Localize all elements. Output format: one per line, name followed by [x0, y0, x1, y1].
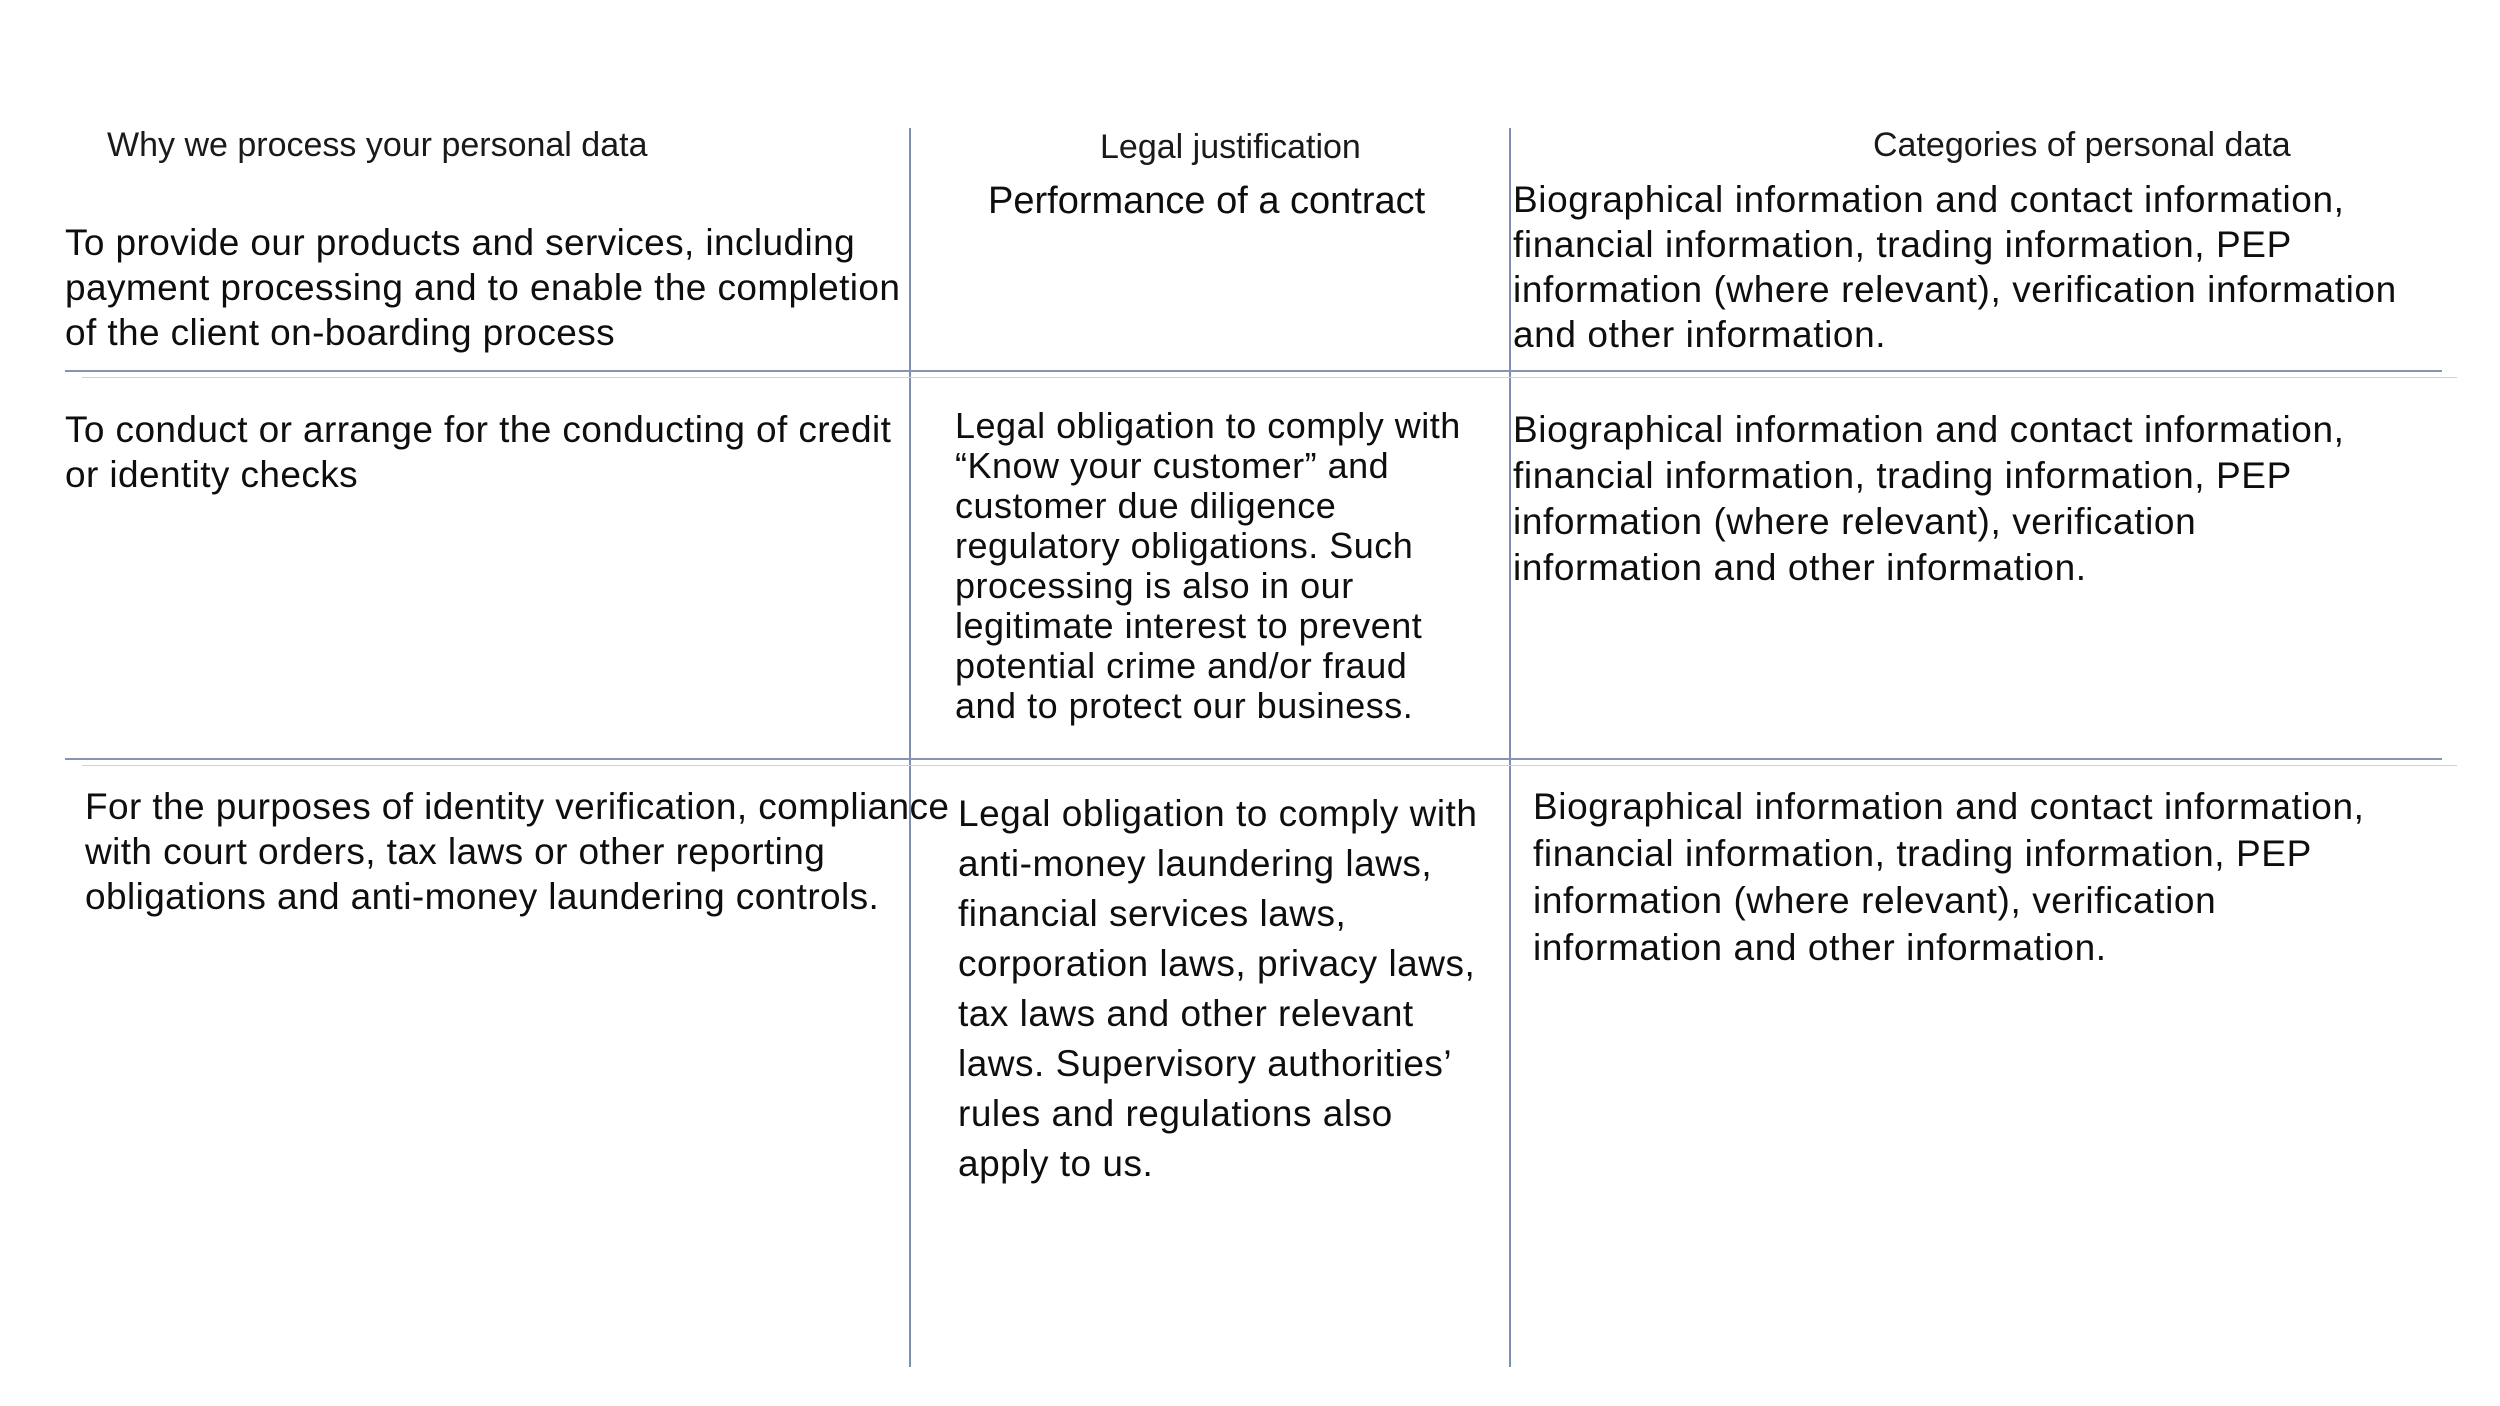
row-divider-1 — [65, 370, 2442, 372]
column-divider-1 — [909, 128, 911, 1367]
column-header-why-we-process: Why we process your personal data — [107, 126, 648, 164]
cell-row1-categories: Biographical information and contact inf… — [1513, 179, 2397, 355]
column-header-legal-justification: Legal justification — [1100, 128, 1361, 166]
cell-row1-purpose: To provide our products and services, in… — [65, 222, 901, 353]
row-divider-1-faint-line — [82, 377, 2457, 378]
row-divider-2 — [65, 758, 2442, 760]
cell-row1-legal-justification: Performance of a contract — [988, 180, 1426, 222]
column-header-categories: Categories of personal data — [1873, 126, 2291, 164]
cell-row2-purpose: To conduct or arrange for the conducting… — [65, 409, 892, 495]
cell-row3-legal-justification: Legal obligation to comply with anti-mon… — [958, 793, 1478, 1184]
cell-row3-purpose: For the purposes of identity verificatio… — [85, 786, 950, 917]
row-divider-2-faint-line — [82, 765, 2457, 766]
column-divider-2 — [1509, 128, 1511, 1367]
cell-row3-categories: Biographical information and contact inf… — [1533, 786, 2365, 968]
cell-row2-categories: Biographical information and contact inf… — [1513, 409, 2345, 588]
cell-row2-legal-justification: Legal obligation to comply with “Know yo… — [955, 405, 1461, 726]
